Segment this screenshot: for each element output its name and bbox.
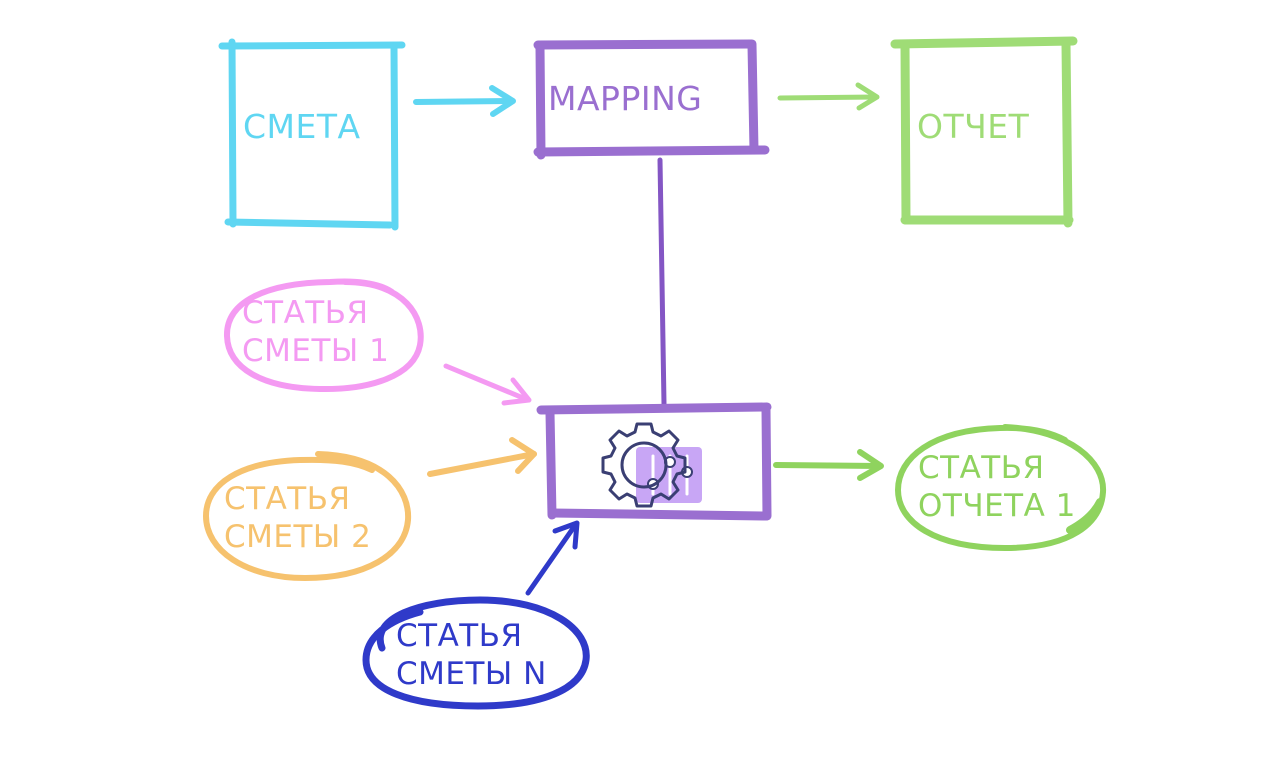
report-item-ellipse <box>895 424 1107 551</box>
report-item-label: СТАТЬЯ ОТЧЕТА 1 <box>918 449 1076 525</box>
arrow-itemN-to-processor <box>525 520 580 596</box>
otchet-box <box>890 36 1078 228</box>
item2-line1: СТАТЬЯ <box>224 481 351 517</box>
report-item-line2: ОТЧЕТА 1 <box>918 488 1076 524</box>
mapping-box <box>533 39 770 160</box>
sliders-icon <box>636 447 702 503</box>
mapping-connector-line <box>657 157 667 407</box>
smeta-label: СМЕТА <box>243 107 361 146</box>
mapping-label: MAPPING <box>548 79 703 118</box>
item1-line2: СМЕТЫ 1 <box>242 333 390 369</box>
gear-icon <box>601 422 687 508</box>
processor-box <box>536 402 772 521</box>
otchet-label: ОТЧЕТ <box>917 107 1030 146</box>
item1-line1: СТАТЬЯ <box>242 295 369 331</box>
arrow-item1-to-processor <box>443 363 532 406</box>
report-item-line1: СТАТЬЯ <box>918 450 1045 486</box>
item1-label: СТАТЬЯ СМЕТЫ 1 <box>242 294 389 370</box>
item2-line2: СМЕТЫ 2 <box>224 519 372 555</box>
item2-label: СТАТЬЯ СМЕТЫ 2 <box>224 480 371 556</box>
itemN-line2: СМЕТЫ N <box>396 656 547 692</box>
itemN-line1: СТАТЬЯ <box>396 618 523 654</box>
itemN-label: СТАТЬЯ СМЕТЫ N <box>396 617 547 693</box>
smeta-box <box>218 38 406 231</box>
arrow-smeta-to-mapping <box>413 85 516 117</box>
arrow-processor-to-report <box>773 449 884 481</box>
arrow-mapping-to-otchet <box>777 82 880 111</box>
item1-ellipse <box>223 278 424 393</box>
item2-ellipse <box>203 451 412 581</box>
itemN-ellipse <box>362 596 590 710</box>
arrow-item2-to-processor <box>427 437 537 477</box>
